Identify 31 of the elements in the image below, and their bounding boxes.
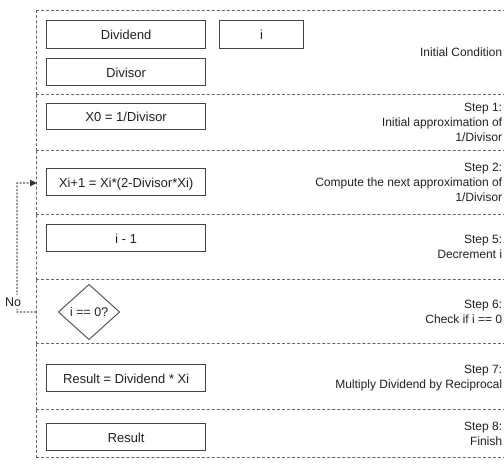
step-description: Check if i == 0 bbox=[425, 312, 502, 326]
step-description: Initial Condition bbox=[420, 45, 502, 60]
process-box: i bbox=[219, 20, 304, 49]
edge-label: No bbox=[5, 295, 21, 309]
step-heading: Step 6: bbox=[464, 296, 502, 312]
swimlane bbox=[36, 151, 504, 215]
process-box: X0 = 1/Divisor bbox=[46, 103, 206, 130]
step-description: Initial approximation of 1/Divisor bbox=[380, 115, 502, 145]
swimlane bbox=[36, 215, 504, 280]
process-box: Divisor bbox=[46, 58, 206, 86]
decision-diamond bbox=[58, 284, 120, 340]
step-description: Finish bbox=[470, 434, 502, 448]
swimlane bbox=[36, 10, 504, 95]
step-heading: Step 5: bbox=[464, 232, 502, 247]
step-heading: Step 8: bbox=[464, 418, 502, 434]
step-heading: Step 1: bbox=[464, 100, 502, 115]
process-box: i - 1 bbox=[46, 224, 206, 252]
swimlane bbox=[36, 410, 504, 458]
swimlane bbox=[36, 280, 504, 344]
swimlane bbox=[36, 95, 504, 151]
process-box: Result bbox=[46, 423, 206, 451]
step-description: Compute the next approximation of 1/Divisor bbox=[314, 175, 502, 205]
process-box: Xi+1 = Xi*(2-Divisor*Xi) bbox=[46, 168, 206, 196]
step-heading: Step 2: bbox=[464, 160, 502, 175]
step-description: Multiply Dividend by Reciprocal bbox=[335, 376, 502, 392]
step-description: Decrement i bbox=[437, 247, 502, 262]
process-box: Result = Dividend * Xi bbox=[46, 364, 206, 392]
condition-text: i == 0? bbox=[70, 305, 108, 319]
swimlane bbox=[36, 344, 504, 410]
step-heading: Step 7: bbox=[464, 362, 502, 376]
process-box: Dividend bbox=[46, 20, 206, 49]
